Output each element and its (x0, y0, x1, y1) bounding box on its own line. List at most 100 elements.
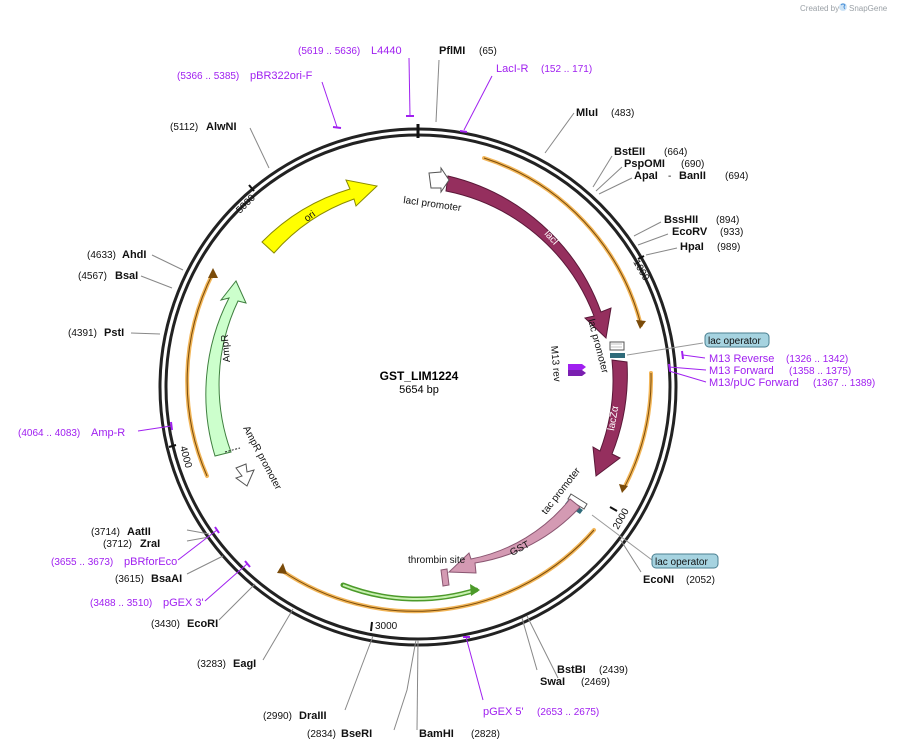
primer-range: (152 .. 171) (541, 64, 592, 75)
enzyme-site[interactable]: PflMI (65) (439, 45, 497, 57)
primer-name: L4440 (371, 45, 402, 57)
primer-site[interactable]: LacI-R (152 .. 171) (496, 63, 592, 75)
enzyme-name-alt: BanII (679, 170, 706, 182)
enzyme-site[interactable]: EcoNI (2052) (643, 574, 715, 586)
enzyme-position: (690) (681, 159, 704, 170)
enzyme-site[interactable]: (5112) AlwNI (170, 121, 237, 133)
feature-m13-rev[interactable]: M13 rev (548, 345, 586, 382)
feature-lac-operator-1[interactable]: lac operator (610, 332, 770, 358)
plasmid-name: GST_LIM1224 (380, 369, 459, 383)
primer-site[interactable]: (4064 .. 4083) Amp-R (18, 427, 125, 439)
primer-range: (5619 .. 5636) (298, 46, 360, 57)
enzyme-site[interactable]: BstBI (2439) (557, 664, 628, 676)
orf-arrowheads (208, 268, 646, 574)
enzyme-position: (4391) (68, 328, 97, 339)
feature-label-lac-operator-2: lac operator (655, 557, 708, 568)
enzyme-position: (5112) (170, 122, 198, 133)
enzyme-leaders (130, 59, 678, 731)
enzyme-name: BstEII (614, 146, 645, 158)
tick-label-1000: 1000 (630, 258, 651, 283)
feature-label-ori: ori (302, 209, 317, 224)
enzyme-name: DraIII (299, 710, 327, 722)
primer-site[interactable]: M13/pUC Forward (1367 .. 1389) (709, 377, 875, 389)
enzyme-name: BssHII (664, 214, 698, 226)
enzyme-site[interactable]: (3714) AatII (91, 526, 151, 538)
enzyme-site[interactable]: ApaI - BanII (694) (634, 170, 748, 182)
primer-site[interactable]: M13 Forward (1358 .. 1375) (709, 365, 851, 377)
feature-label-m13-rev: M13 rev (548, 345, 562, 382)
enzyme-site[interactable]: BamHI (2828) (419, 728, 500, 740)
enzyme-site[interactable]: (3430) EcoRI (151, 618, 218, 630)
enzyme-name: AlwNI (206, 121, 237, 133)
feature-lacZa[interactable]: lacZα (592, 359, 628, 477)
enzyme-name: BseRI (341, 728, 372, 740)
enzyme-site[interactable]: MluI (483) (576, 107, 634, 119)
enzyme-site[interactable]: (4567) BsaI (78, 270, 138, 282)
enzyme-position: (664) (664, 147, 687, 158)
feature-label-lacZa: lacZα (606, 405, 621, 431)
enzyme-name: EagI (233, 658, 256, 670)
enzyme-name: AatII (127, 526, 151, 538)
enzyme-site[interactable]: (3712) ZraI (103, 538, 160, 550)
primer-name: M13/pUC Forward (709, 377, 799, 389)
primer-site[interactable]: (3488 .. 3510) pGEX 3' (90, 597, 204, 609)
enzyme-name: PstI (104, 327, 124, 339)
enzyme-position: (4633) (87, 250, 116, 261)
primer-range: (2653 .. 2675) (537, 707, 599, 718)
enzyme-labels: PflMI (65) MluI (483) BstEII (664) PspOM… (68, 45, 748, 740)
enzyme-site[interactable]: (2834) BseRI (307, 728, 372, 740)
enzyme-name: BsaI (115, 270, 138, 282)
enzyme-position: (3714) (91, 527, 120, 538)
enzyme-position: (3712) (103, 539, 132, 550)
enzyme-name: EcoRI (187, 618, 218, 630)
primer-name: M13 Reverse (709, 353, 774, 365)
primer-site[interactable]: (5619 .. 5636) L4440 (298, 45, 402, 57)
orf-inner-lines (186, 157, 652, 612)
enzyme-site[interactable]: SwaI (2469) (540, 676, 610, 688)
enzyme-position: (933) (720, 227, 743, 238)
primer-name: LacI-R (496, 63, 528, 75)
enzyme-separator: - (668, 171, 671, 182)
primer-range: (5366 .. 5385) (177, 71, 239, 82)
enzyme-name: AhdI (122, 249, 146, 261)
enzyme-site[interactable]: (4391) PstI (68, 327, 124, 339)
enzyme-name: EcoNI (643, 574, 674, 586)
feature-ori[interactable]: ori (261, 179, 379, 254)
enzyme-site[interactable]: PspOMI (690) (624, 158, 704, 170)
enzyme-position: (65) (479, 46, 497, 57)
enzyme-position: (3615) (115, 574, 144, 585)
enzyme-position: (3430) (151, 619, 180, 630)
primer-site[interactable]: M13 Reverse (1326 .. 1342) (709, 353, 848, 365)
enzyme-position: (2469) (581, 677, 610, 688)
enzyme-site[interactable]: BssHII (894) (664, 214, 739, 226)
enzyme-site[interactable]: BstEII (664) (614, 146, 687, 158)
enzyme-position: (2439) (599, 665, 628, 676)
enzyme-position: (694) (725, 171, 748, 182)
feature-AmpR[interactable]: AmpR (205, 280, 247, 457)
feature-AmpR-promoter[interactable]: AmpR promoter (234, 424, 284, 492)
enzyme-site[interactable]: (3615) BsaAI (115, 573, 182, 585)
primer-site[interactable]: (5366 .. 5385) pBR322ori-F (177, 70, 313, 82)
enzyme-position: (2828) (471, 729, 500, 740)
enzyme-site[interactable]: HpaI (989) (680, 241, 740, 253)
enzyme-name: BstBI (557, 664, 586, 676)
enzyme-site[interactable]: (4633) AhdI (87, 249, 146, 261)
primer-name: M13 Forward (709, 365, 774, 377)
feature-green-arc[interactable] (340, 582, 480, 602)
enzyme-position: (2052) (686, 575, 715, 586)
enzyme-name: BsaAI (151, 573, 182, 585)
enzyme-name: HpaI (680, 241, 704, 253)
enzyme-site[interactable]: EcoRV (933) (672, 226, 743, 238)
enzyme-name: EcoRV (672, 226, 708, 238)
enzyme-name: PflMI (439, 45, 465, 57)
primer-site[interactable]: (3655 .. 3673) pBRforEco (51, 556, 177, 568)
primer-range: (4064 .. 4083) (18, 428, 80, 439)
primer-marks (170, 115, 684, 638)
primer-site[interactable]: pGEX 5' (2653 .. 2675) (483, 706, 599, 718)
tick-3000: 3000 (370, 621, 398, 632)
enzyme-site[interactable]: (3283) EagI (197, 658, 256, 670)
primer-name: Amp-R (91, 427, 125, 439)
feature-thrombin-site[interactable]: thrombin site (408, 555, 466, 587)
primer-range: (1326 .. 1342) (786, 354, 848, 365)
enzyme-site[interactable]: (2990) DraIII (263, 710, 327, 722)
